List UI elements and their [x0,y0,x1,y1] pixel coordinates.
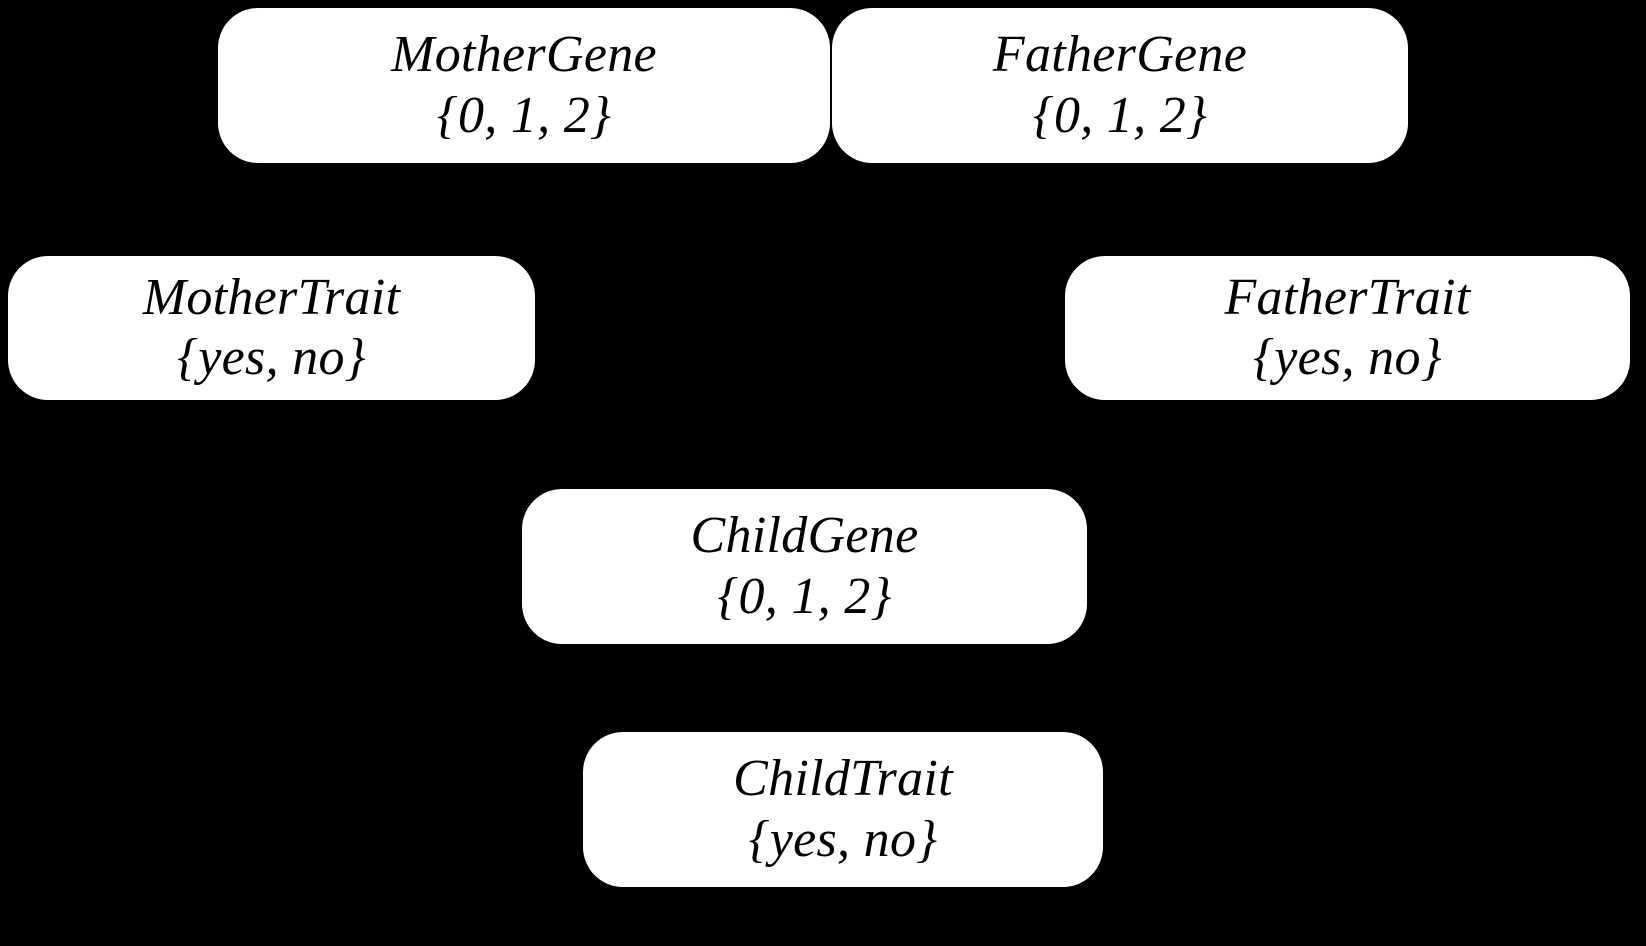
node-mother-gene[interactable]: MotherGene {0, 1, 2} [218,8,830,163]
node-child-gene-label: ChildGene [690,507,919,565]
node-mother-gene-label: MotherGene [391,26,657,84]
node-father-gene[interactable]: FatherGene {0, 1, 2} [832,8,1408,163]
node-child-trait-label: ChildTrait [733,750,953,808]
node-child-gene[interactable]: ChildGene {0, 1, 2} [522,489,1087,644]
node-father-gene-domain: {0, 1, 2} [1032,86,1208,144]
edge-child-gene-to-child-trait [802,643,845,733]
node-father-gene-label: FatherGene [992,26,1248,84]
node-mother-gene-domain: {0, 1, 2} [436,86,612,144]
node-mother-trait-domain: {yes, no} [177,329,366,386]
node-father-trait-label: FatherTrait [1224,268,1471,326]
node-mother-trait-label: MotherTrait [142,268,401,326]
edge-mother-gene-to-mother-trait [299,161,431,258]
node-father-trait[interactable]: FatherTrait {yes, no} [1065,256,1630,400]
edge-father-gene-to-child-gene [898,162,1062,490]
node-child-gene-domain: {0, 1, 2} [717,567,892,625]
node-child-trait[interactable]: ChildTrait {yes, no} [583,732,1103,887]
edge-father-gene-to-father-trait [1179,161,1321,258]
node-child-trait-domain: {yes, no} [748,810,938,868]
edge-mother-gene-to-child-gene [558,162,722,490]
node-father-trait-domain: {yes, no} [1253,329,1442,386]
node-mother-trait[interactable]: MotherTrait {yes, no} [8,256,535,400]
